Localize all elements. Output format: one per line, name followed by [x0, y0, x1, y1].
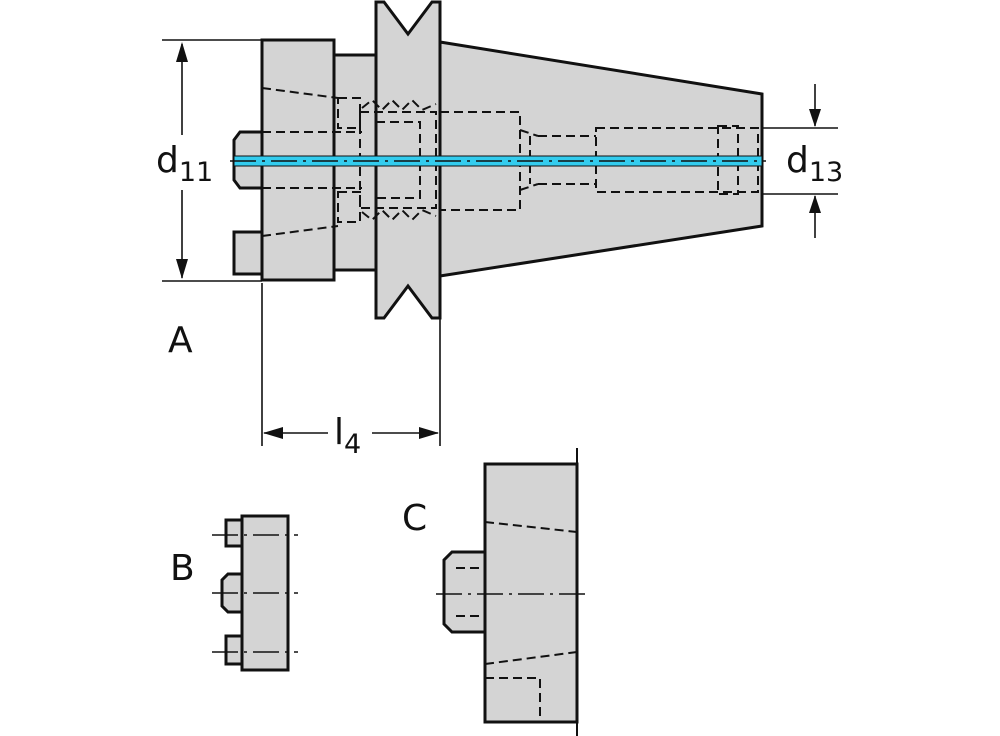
drive-key-lower	[232, 230, 264, 276]
detail-view-b	[212, 514, 298, 672]
label-d11: d11	[156, 140, 213, 188]
tool-holder-view-a	[162, 0, 838, 446]
view-c-body	[483, 462, 579, 724]
label-view-c: C	[402, 498, 427, 539]
label-d13: d13	[786, 140, 843, 188]
label-l4: l4	[334, 412, 361, 460]
dimension-d11	[162, 39, 262, 282]
view-b-key-top	[224, 518, 244, 548]
dimension-d13	[762, 84, 838, 238]
label-view-a: A	[168, 320, 193, 361]
label-view-b: B	[170, 548, 195, 589]
dimension-l4	[261, 283, 441, 446]
view-c-stud	[442, 550, 487, 634]
view-b-key-bottom	[224, 634, 244, 666]
detail-view-c	[436, 448, 590, 736]
